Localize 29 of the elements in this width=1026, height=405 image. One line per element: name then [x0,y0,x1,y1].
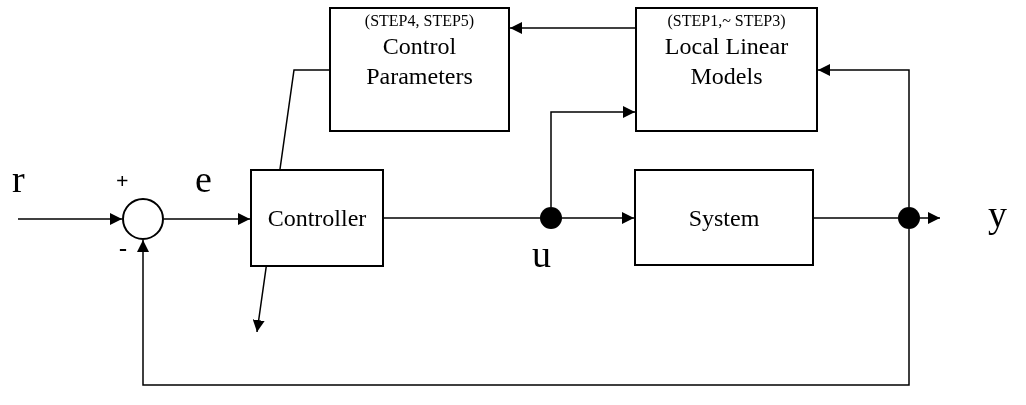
arrow [509,22,636,34]
signal-line [383,217,541,219]
block-label: Local Linear Models [663,32,790,91]
process-box [635,7,818,132]
arrow [550,106,636,208]
arrow [919,212,941,224]
arrow [817,64,910,208]
signal-label: r [12,160,25,198]
signal-label: - [119,236,127,260]
block-label: Control Parameters [365,32,474,91]
branch-point [898,207,920,229]
arrow [17,213,123,225]
signal-label: e [195,160,212,198]
process-box [634,169,814,266]
signal-label: u [532,235,551,273]
arrow [163,213,251,225]
signal-label: y [988,195,1007,233]
arrow [561,212,635,224]
step-note: (STEP1,~ STEP3) [667,11,786,31]
block-label: Controller [266,204,368,233]
signal-label: + [116,170,129,192]
process-box [329,7,510,132]
arrow [137,228,910,386]
signal-line [813,217,899,219]
branch-point [540,207,562,229]
summing-junction [122,198,164,240]
process-box [250,169,384,267]
block-label: System [687,203,761,233]
step-note: (STEP4, STEP5) [364,11,475,31]
